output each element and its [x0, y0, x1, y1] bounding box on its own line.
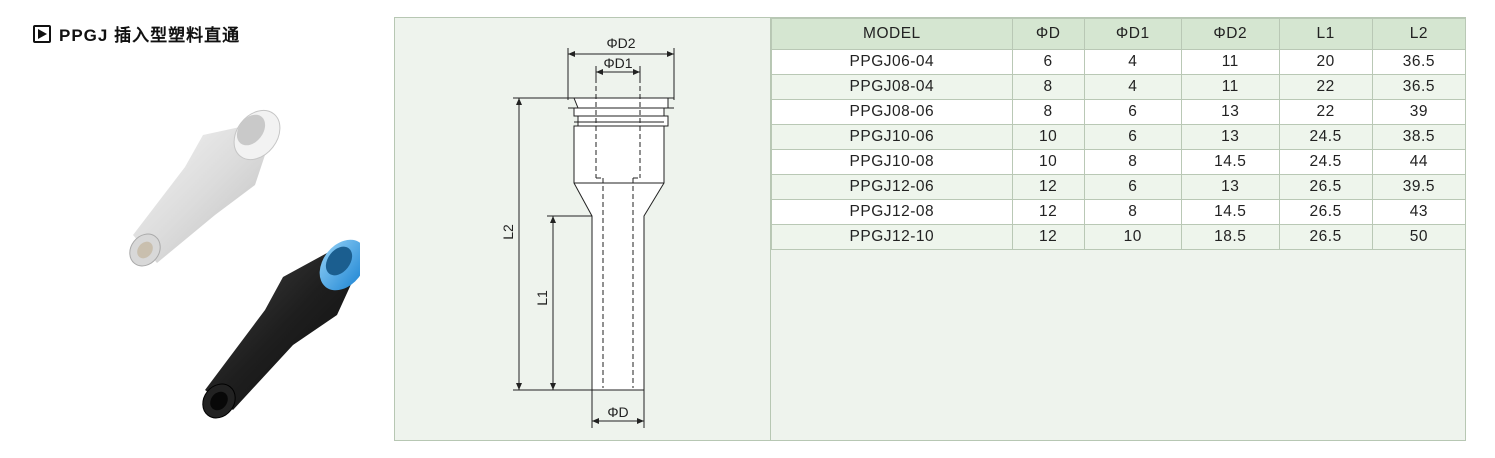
product-photo	[129, 109, 360, 419]
table-cell: 8	[1011, 99, 1085, 125]
table-cell: 8	[1083, 199, 1183, 225]
table-cell: PPGJ12-08	[771, 199, 1013, 225]
table-cell: PPGJ08-04	[771, 74, 1013, 100]
table-cell: 8	[1011, 74, 1085, 100]
col-header-l1: L1	[1278, 18, 1373, 50]
table-cell: 36.5	[1371, 74, 1467, 100]
table-row: PPGJ10-06 10 6 13 24.5 38.5	[771, 124, 1467, 150]
table-cell: 6	[1083, 174, 1183, 200]
col-header-model: MODEL	[771, 18, 1013, 50]
table-cell: PPGJ10-08	[771, 149, 1013, 175]
table-cell: 20	[1278, 49, 1373, 75]
table-cell: 13	[1181, 174, 1280, 200]
dim-label-d1: ΦD1	[603, 55, 632, 71]
table-cell: 4	[1083, 74, 1183, 100]
table-cell: 26.5	[1278, 174, 1373, 200]
white-fitting	[129, 109, 281, 267]
dim-label-d: ΦD	[607, 404, 628, 420]
table-cell: 12	[1011, 224, 1085, 250]
table-cell: 36.5	[1371, 49, 1467, 75]
table-cell: 11	[1181, 74, 1280, 100]
dimension-drawing: ΦD2 ΦD1 ΦD L2 L1	[500, 35, 675, 428]
table-cell: 4	[1083, 49, 1183, 75]
table-cell: 11	[1181, 49, 1280, 75]
table-cell: 39.5	[1371, 174, 1467, 200]
col-header-d1: ΦD1	[1083, 18, 1183, 50]
play-icon	[33, 24, 51, 43]
table-cell: 24.5	[1278, 149, 1373, 175]
col-header-d: ΦD	[1011, 18, 1085, 50]
table-cell: 6	[1011, 49, 1085, 75]
panel-divider	[770, 18, 771, 440]
table-cell: 10	[1011, 149, 1085, 175]
page-title: PPGJ 插入型塑料直通	[59, 26, 241, 45]
table-cell: 38.5	[1371, 124, 1467, 150]
table-cell: 13	[1181, 99, 1280, 125]
table-cell: 6	[1083, 99, 1183, 125]
table-cell: 39	[1371, 99, 1467, 125]
table-cell: PPGJ06-04	[771, 49, 1013, 75]
dim-label-l2: L2	[500, 224, 516, 240]
table-cell: 14.5	[1181, 149, 1280, 175]
table-cell: 26.5	[1278, 224, 1373, 250]
table-cell: 10	[1083, 224, 1183, 250]
table-cell: PPGJ10-06	[771, 124, 1013, 150]
table-row: PPGJ08-04 8 4 11 22 36.5	[771, 74, 1467, 100]
table-cell: 14.5	[1181, 199, 1280, 225]
table-cell: 6	[1083, 124, 1183, 150]
table-row: PPGJ12-06 12 6 13 26.5 39.5	[771, 174, 1467, 200]
section-header: PPGJ 插入型塑料直通	[33, 21, 240, 46]
table-row: PPGJ10-08 10 8 14.5 24.5 44	[771, 149, 1467, 175]
table-row: PPGJ12-08 12 8 14.5 26.5 43	[771, 199, 1467, 225]
table-row: PPGJ12-10 12 10 18.5 26.5 50	[771, 224, 1467, 250]
table-cell: 24.5	[1278, 124, 1373, 150]
table-cell: 22	[1278, 99, 1373, 125]
table-cell: 22	[1278, 74, 1373, 100]
table-cell: 13	[1181, 124, 1280, 150]
table-cell: PPGJ08-06	[771, 99, 1013, 125]
table-cell: 44	[1371, 149, 1467, 175]
table-cell: 12	[1011, 174, 1085, 200]
dim-label-d2: ΦD2	[606, 35, 635, 51]
table-cell: 12	[1011, 199, 1085, 225]
table-cell: 50	[1371, 224, 1467, 250]
table-cell: PPGJ12-10	[771, 224, 1013, 250]
black-fitting	[202, 239, 360, 419]
table-row: PPGJ08-06 8 6 13 22 39	[771, 99, 1467, 125]
table-cell: 26.5	[1278, 199, 1373, 225]
spec-table: MODEL ΦD ΦD1 ΦD2 L1 L2 PPGJ06-04 6 4 11 …	[771, 18, 1467, 250]
col-header-l2: L2	[1371, 18, 1467, 50]
table-cell: PPGJ12-06	[771, 174, 1013, 200]
table-cell: 18.5	[1181, 224, 1280, 250]
spec-panel: ΦD2 ΦD1 ΦD L2 L1 MODEL ΦD ΦD1 ΦD2 L1 L2 …	[394, 17, 1467, 441]
table-row: PPGJ06-04 6 4 11 20 36.5	[771, 49, 1467, 75]
table-cell: 10	[1011, 124, 1085, 150]
table-cell: 8	[1083, 149, 1183, 175]
col-header-d2: ΦD2	[1181, 18, 1280, 50]
dim-label-l1: L1	[534, 290, 550, 306]
table-header-row: MODEL ΦD ΦD1 ΦD2 L1 L2	[771, 18, 1467, 50]
table-cell: 43	[1371, 199, 1467, 225]
